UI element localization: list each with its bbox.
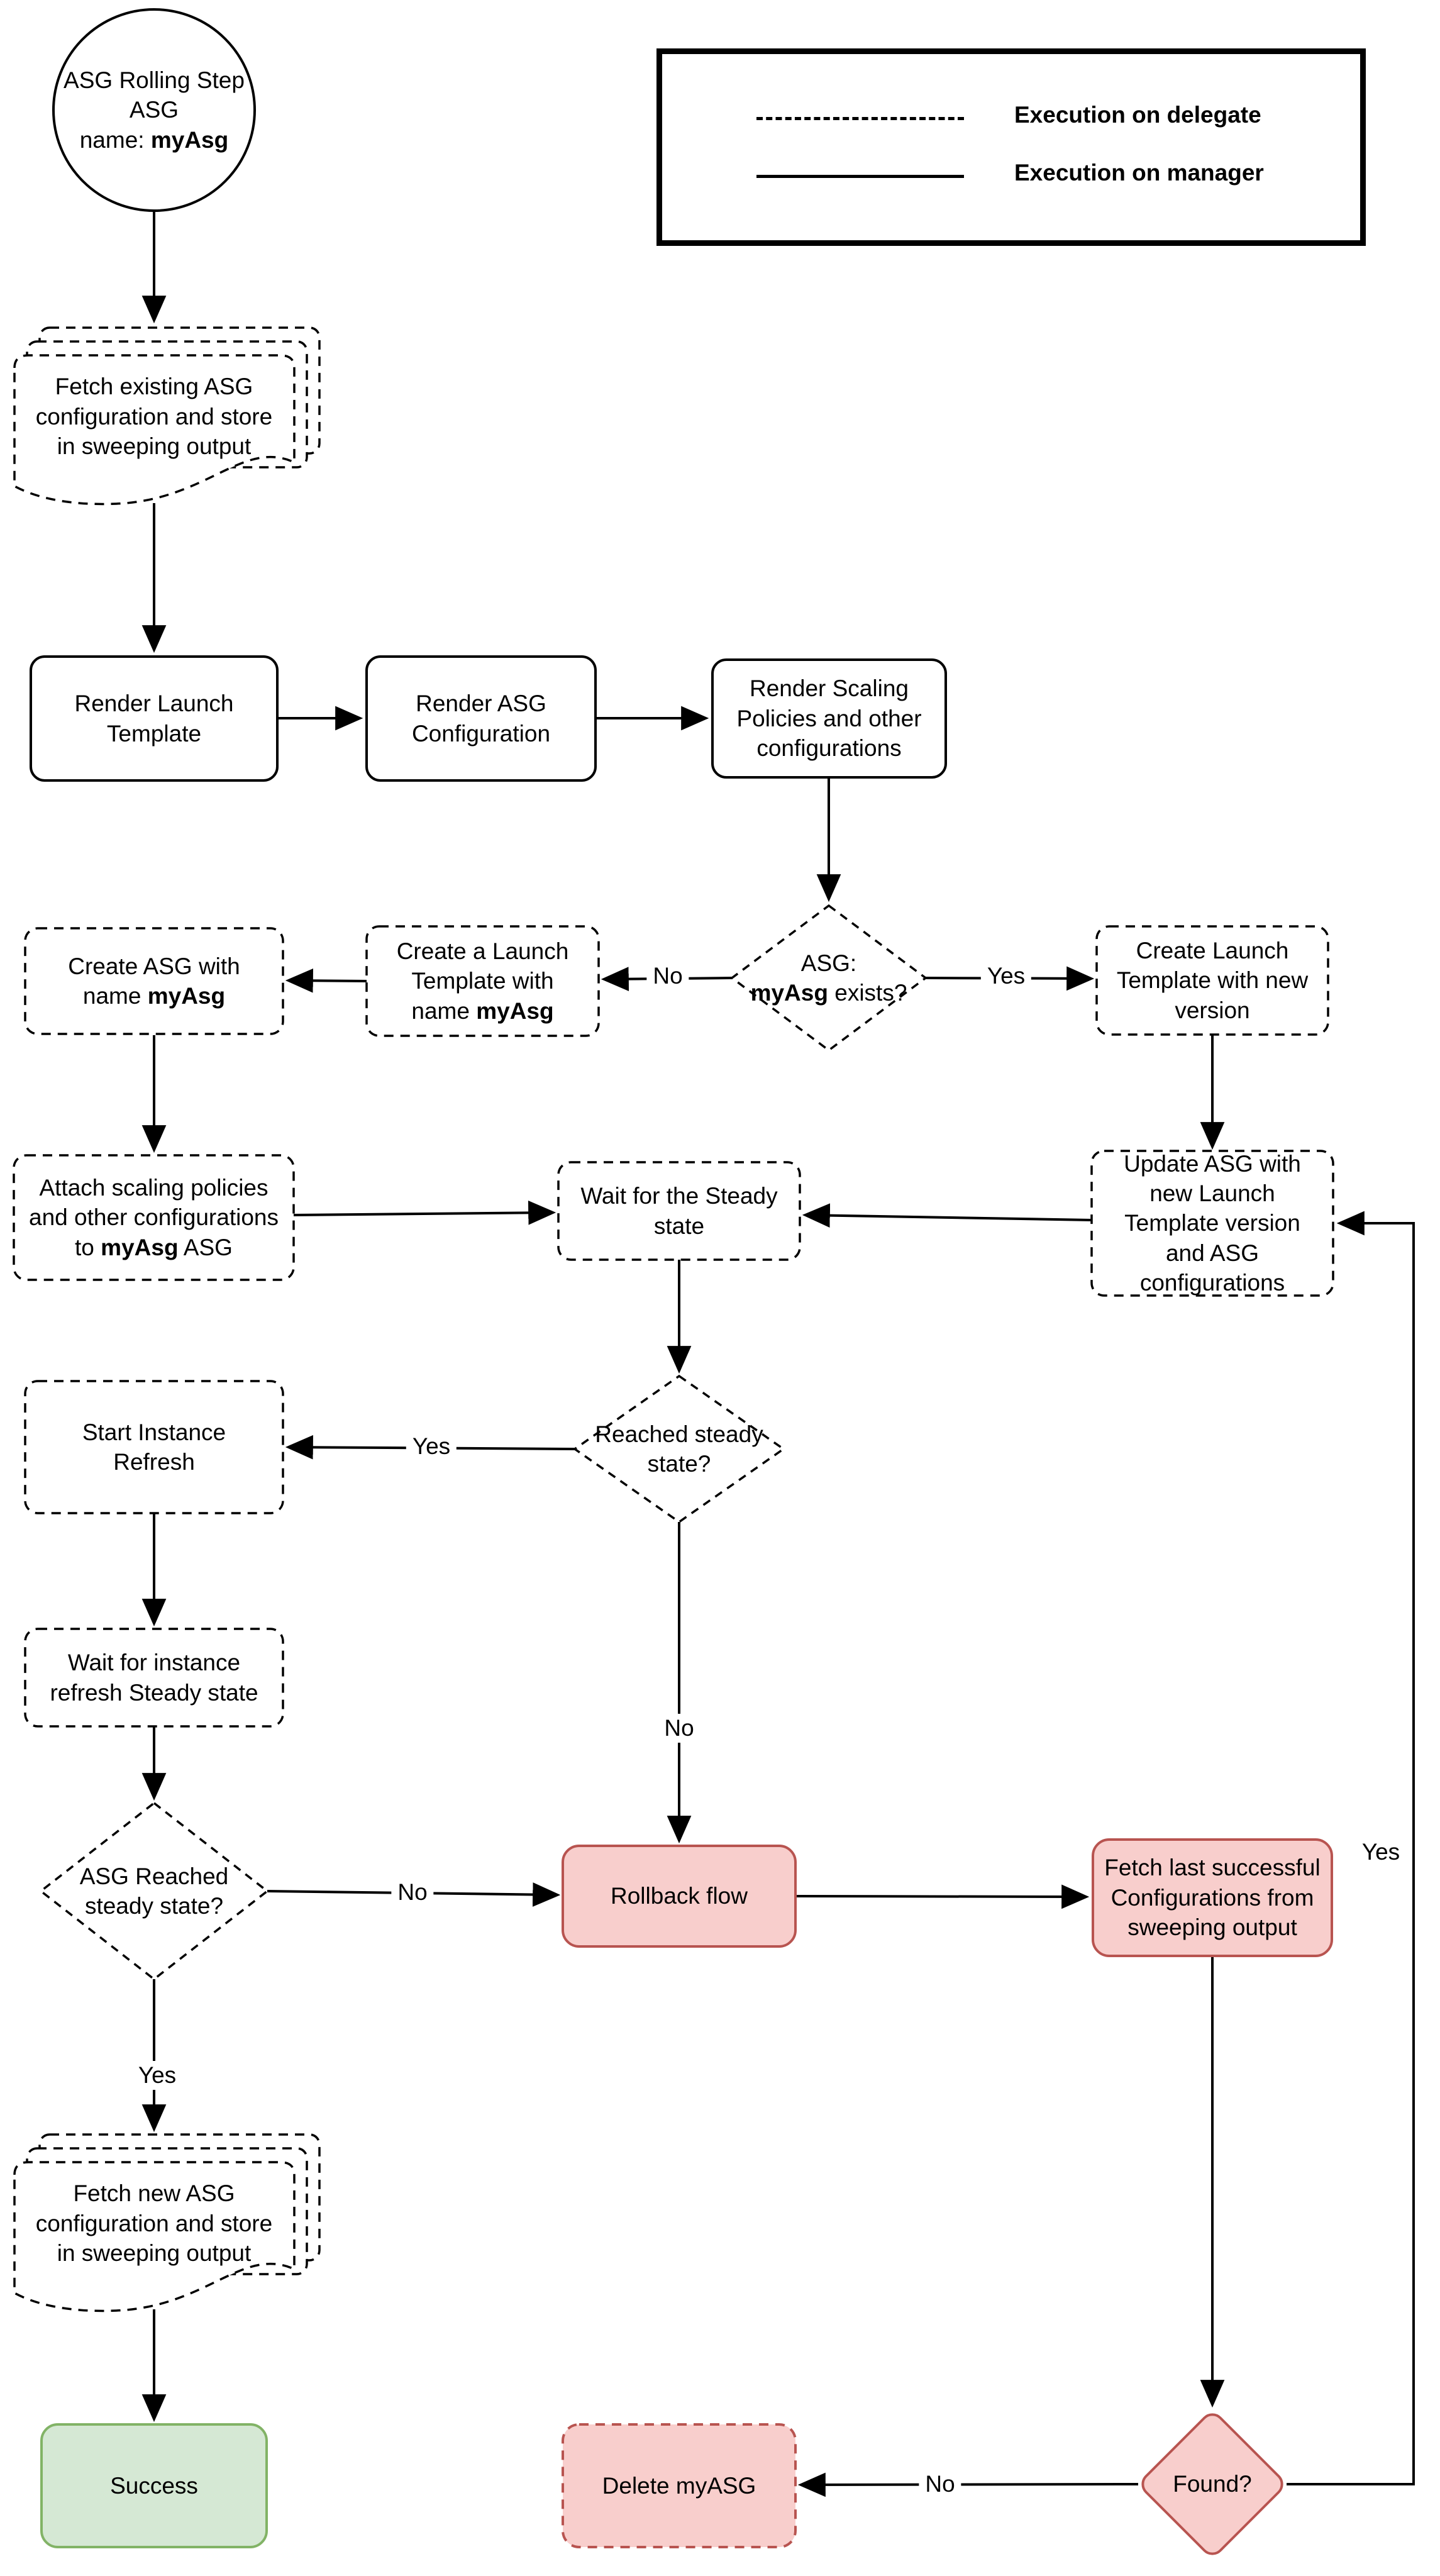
reached-steady-no-label: No bbox=[658, 1714, 701, 1743]
render-asg-configuration-label: Render ASG Configuration bbox=[411, 691, 551, 747]
success-label: Success bbox=[110, 2472, 198, 2499]
success-shape bbox=[40, 2423, 268, 2548]
asg-reached-yes-label: Yes bbox=[131, 2061, 183, 2090]
wait-instance-refresh-shape bbox=[24, 1628, 284, 1728]
solid-line-sample bbox=[756, 175, 964, 178]
create-launch-template-named-shape bbox=[365, 925, 600, 1037]
render-scaling-policies-shape bbox=[711, 658, 947, 779]
rollback-flow-shape bbox=[562, 1845, 797, 1948]
attach-scaling-label: Attach scaling policies and other config… bbox=[29, 1174, 279, 1260]
delete-myasg-shape bbox=[562, 2423, 797, 2548]
asg-reached-no-label: No bbox=[391, 1878, 434, 1907]
delete-myasg-label: Delete myASG bbox=[602, 2472, 756, 2499]
fetch-existing-shape bbox=[13, 326, 321, 506]
render-launch-template-label: Render Launch Template bbox=[74, 691, 234, 747]
update-asg-label: Update ASG with new Launch Template vers… bbox=[1124, 1150, 1301, 1296]
start-instance-refresh-shape bbox=[24, 1380, 284, 1514]
edge-create-lt-to-create-asg bbox=[285, 968, 367, 993]
reached-steady-diamond-shape bbox=[572, 1374, 786, 1524]
render-launch-template-shape bbox=[30, 655, 279, 782]
fetch-new-page-1 bbox=[13, 2161, 296, 2312]
found-diamond-shape bbox=[1141, 2413, 1283, 2555]
edge-found-yes bbox=[1287, 1211, 1415, 2485]
fetch-new-shape bbox=[13, 2133, 321, 2312]
fetch-existing-page-1 bbox=[13, 354, 296, 506]
start-instance-refresh-label: Start Instance Refresh bbox=[82, 1419, 226, 1475]
legend-delegate-label: Execution on delegate bbox=[1014, 102, 1261, 128]
start-circle-shape bbox=[52, 8, 256, 212]
wait-steady-shape bbox=[557, 1161, 801, 1261]
wait-instance-refresh-label: Wait for instance refresh Steady state bbox=[50, 1650, 258, 1706]
found-no-label: No bbox=[919, 2470, 961, 2499]
found-yes-label: Yes bbox=[1355, 1838, 1407, 1867]
update-asg-shape bbox=[1090, 1150, 1334, 1297]
fetch-last-successful-shape bbox=[1092, 1838, 1333, 1957]
asg-reached-diamond-label: ASG Reached steady state? bbox=[79, 1863, 229, 1919]
reached-steady-yes-label: Yes bbox=[406, 1432, 457, 1461]
edge-found-no bbox=[797, 2472, 1139, 2497]
edge-update-asg-to-wait-steady bbox=[802, 1203, 1092, 1228]
legend-box: Execution on delegate Execution on manag… bbox=[656, 48, 1366, 246]
legend-manager-label: Execution on manager bbox=[1014, 160, 1264, 186]
edge-attach-to-wait-steady bbox=[293, 1201, 557, 1225]
asg-reached-diamond-shape bbox=[39, 1801, 269, 1981]
create-launch-template-new-shape bbox=[1095, 925, 1329, 1036]
wait-steady-label: Wait for the Steady state bbox=[580, 1183, 778, 1239]
create-launch-template-named-label: Create a Launch Template with name myAsg bbox=[396, 938, 569, 1024]
fetch-existing-label: Fetch existing ASG configuration and sto… bbox=[35, 374, 273, 460]
rollback-flow-label: Rollback flow bbox=[611, 1883, 748, 1909]
attach-scaling-shape bbox=[13, 1154, 295, 1281]
reached-steady-diamond-label: Reached steady state? bbox=[595, 1421, 763, 1477]
create-launch-template-new-label: Create Launch Template with new version bbox=[1116, 937, 1309, 1023]
node-shapes bbox=[13, 8, 1334, 2555]
found-diamond-label: Found? bbox=[1173, 2471, 1252, 2497]
edge-rollback-to-fetch-last bbox=[795, 1884, 1090, 1909]
edges bbox=[141, 211, 1415, 2497]
dashed-line-sample bbox=[756, 117, 964, 120]
render-scaling-policies-label: Render Scaling Policies and other config… bbox=[736, 675, 922, 762]
asg-exists-diamond-shape bbox=[730, 904, 928, 1052]
asg-exists-yes-label: Yes bbox=[980, 962, 1032, 991]
create-asg-label: Create ASG with name myAsg bbox=[68, 953, 240, 1009]
create-asg-shape bbox=[24, 927, 284, 1035]
fetch-new-label: Fetch new ASG configuration and store in… bbox=[35, 2180, 273, 2267]
asg-exists-no-label: No bbox=[646, 962, 689, 991]
start-node-label: ASG Rolling Step ASG name: myAsg bbox=[64, 67, 245, 153]
render-asg-configuration-shape bbox=[365, 655, 597, 782]
fetch-last-successful-label: Fetch last successful Configurations fro… bbox=[1104, 1855, 1321, 1941]
asg-exists-diamond-label: ASG: myAsg exists? bbox=[750, 950, 907, 1006]
